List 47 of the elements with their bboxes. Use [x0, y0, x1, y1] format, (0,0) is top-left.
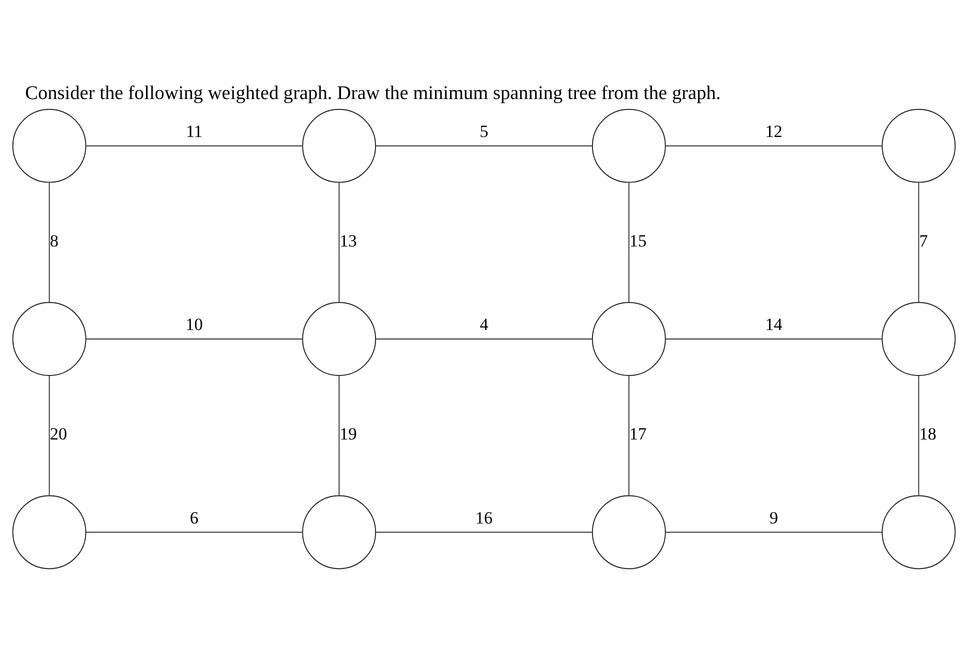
edge-label: 20	[50, 424, 68, 444]
edge-label: 18	[919, 424, 936, 444]
node-circle	[592, 302, 666, 376]
edge-label: 13	[340, 232, 357, 251]
edge-label: 8	[50, 232, 58, 251]
node-circle	[882, 302, 956, 376]
node-circle	[302, 495, 376, 570]
connector	[375, 145, 593, 146]
connector	[918, 375, 920, 496]
edge-label: 15	[629, 232, 647, 251]
edge-label: 5	[480, 122, 488, 142]
connector	[338, 182, 340, 303]
connector	[628, 375, 630, 496]
connector	[628, 182, 630, 303]
connector	[665, 338, 882, 340]
edge-label: 11	[186, 122, 202, 142]
connector	[338, 375, 340, 496]
connector	[48, 375, 50, 496]
node-circle	[882, 495, 956, 570]
edge-label: 17	[629, 424, 647, 444]
connector	[86, 532, 303, 533]
connector	[86, 145, 303, 146]
node-circle	[12, 302, 86, 376]
node-circle	[12, 495, 86, 570]
edge-label: 19	[340, 424, 357, 444]
connector	[86, 338, 303, 340]
edge-label: 10	[186, 315, 203, 334]
connector	[375, 532, 593, 533]
connector	[665, 532, 882, 533]
diagram-title: Consider the following weighted graph. Draw the minimum spanning tree from the graph.	[25, 83, 721, 104]
node-circle	[302, 108, 376, 183]
node-circle	[302, 302, 376, 376]
node-circle	[592, 495, 666, 570]
node-circle	[12, 108, 86, 183]
edge-label: 12	[765, 122, 782, 142]
edge-label: 9	[769, 508, 778, 528]
node-circle	[882, 108, 956, 183]
edge-label: 14	[765, 315, 782, 334]
connector	[665, 145, 882, 146]
edge-label: 7	[919, 232, 928, 251]
connector	[48, 182, 50, 303]
connector	[918, 182, 920, 303]
connector	[375, 338, 593, 340]
edge-label: 4	[480, 315, 488, 334]
edge-label: 16	[475, 508, 493, 528]
node-circle	[592, 108, 666, 183]
edge-label: 6	[190, 508, 199, 528]
